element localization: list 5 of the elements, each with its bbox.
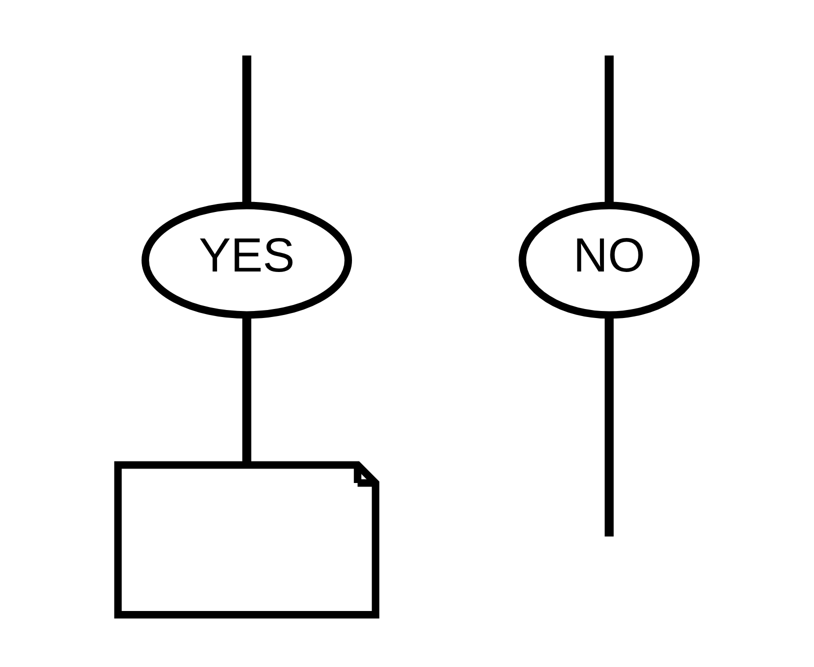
node-ellipse: NO <box>518 201 700 318</box>
connector <box>604 55 614 204</box>
node-document <box>114 460 380 618</box>
connector <box>242 55 252 204</box>
node-ellipse: YES <box>142 201 352 318</box>
